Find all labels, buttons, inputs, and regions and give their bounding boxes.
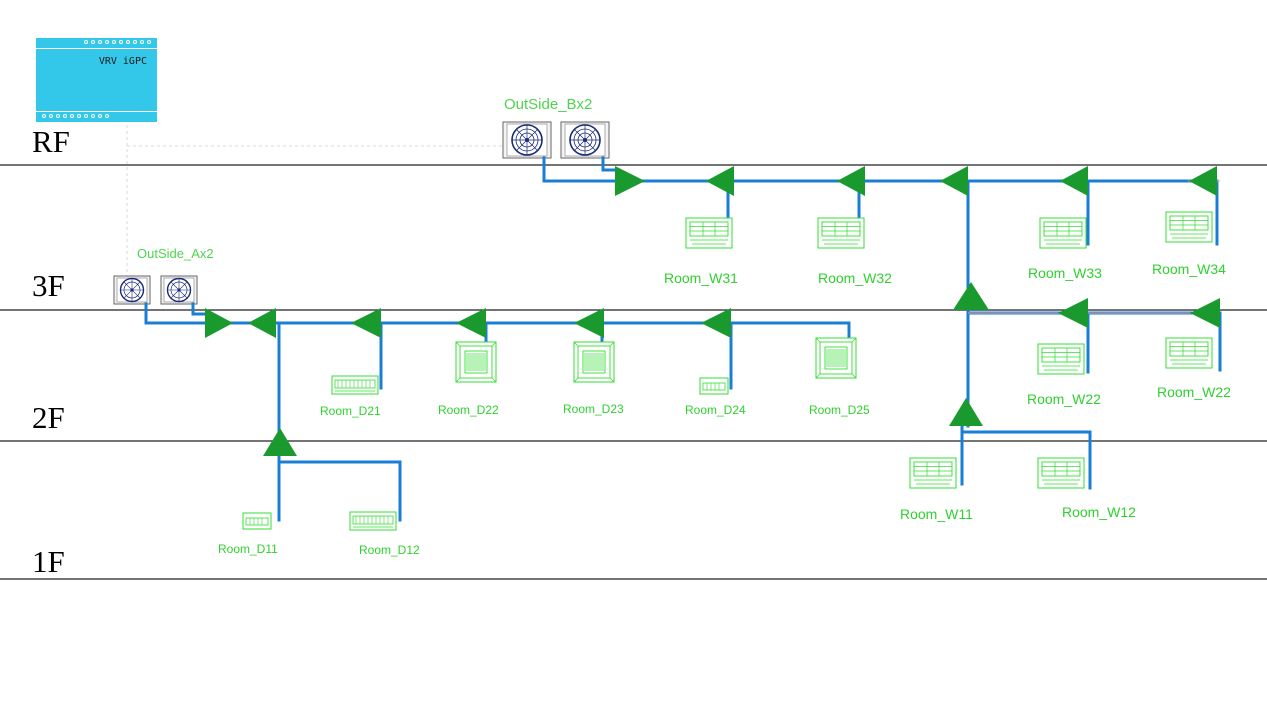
- control-wire: [126, 125, 505, 292]
- duct-unit-icon: [331, 375, 379, 395]
- branch-joint-icon: [351, 308, 381, 338]
- indoor-unit-d11[interactable]: Room_D11: [218, 512, 278, 556]
- room-label: Room_D24: [685, 403, 746, 417]
- room-label: Room_W12: [1062, 504, 1136, 520]
- room-label: Room_W34: [1152, 261, 1226, 277]
- indoor-unit-w11[interactable]: Room_W11: [900, 457, 973, 522]
- controller-indicator-dots: [42, 40, 151, 46]
- outdoor-unit-a[interactable]: [113, 275, 198, 305]
- room-label: Room_D22: [438, 403, 499, 417]
- outdoor-unit-b-label: OutSide_Bx2: [504, 96, 592, 113]
- wall-unit-icon: [1165, 211, 1213, 243]
- branch-joint-icon: [1190, 298, 1220, 328]
- room-label: Room_W22: [1027, 391, 1101, 407]
- branch-joint-icon: [615, 166, 645, 196]
- branch-joint-icon: [1189, 166, 1217, 196]
- wall-unit-icon: [817, 217, 865, 249]
- floor-label-3f: 3F: [32, 268, 65, 303]
- wall-unit-icon: [1037, 457, 1085, 489]
- small-unit-icon: [699, 377, 729, 395]
- room-label: Room_D23: [563, 402, 624, 416]
- wall-unit-icon: [685, 217, 733, 249]
- branch-joint-icon: [205, 308, 233, 338]
- branch-joints: [205, 166, 1220, 456]
- cassette-unit-icon: [815, 337, 857, 379]
- indoor-unit-w22-b[interactable]: Room_W22: [1157, 337, 1231, 400]
- branch-joint-icon: [949, 398, 983, 426]
- branch-joint-icon: [456, 308, 486, 338]
- floor-label-2f: 2F: [32, 400, 65, 435]
- indoor-unit-d21[interactable]: Room_D21: [320, 375, 381, 418]
- branch-joint-icon: [940, 166, 968, 196]
- wall-unit-icon: [1039, 217, 1087, 249]
- branch-joint-icon: [574, 308, 604, 338]
- controller-indicator-dots: [42, 114, 151, 120]
- room-label: Room_D12: [359, 543, 420, 557]
- indoor-unit-w12[interactable]: Room_W12: [1037, 457, 1136, 520]
- controller-label: VRV iGPC: [98, 56, 147, 67]
- outdoor-fan-icon: [160, 275, 198, 305]
- indoor-unit-d23[interactable]: Room_D23: [563, 341, 624, 416]
- branch-joint-icon: [706, 166, 734, 196]
- outdoor-fan-icon: [113, 275, 151, 305]
- branch-joint-icon: [263, 428, 297, 456]
- room-label: Room_W31: [664, 270, 738, 286]
- branch-joint-icon: [1058, 298, 1088, 328]
- outdoor-unit-b[interactable]: [502, 121, 610, 159]
- room-label: Room_W11: [900, 506, 973, 522]
- controller-stripe: [36, 48, 157, 49]
- duct-unit-icon: [349, 511, 397, 531]
- indoor-unit-d24[interactable]: Room_D24: [685, 377, 746, 417]
- indoor-unit-w22-a[interactable]: Room_W22: [1027, 343, 1101, 407]
- outdoor-fan-icon: [502, 121, 552, 159]
- indoor-unit-w31[interactable]: Room_W31: [664, 217, 738, 286]
- indoor-unit-d22[interactable]: Room_D22: [438, 341, 499, 417]
- cassette-unit-icon: [455, 341, 497, 383]
- outdoor-unit-a-label: OutSide_Ax2: [137, 246, 214, 261]
- floor-label-1f: 1F: [32, 544, 65, 579]
- room-label: Room_D21: [320, 404, 381, 418]
- controller-stripe: [36, 111, 157, 112]
- room-label: Room_W22: [1157, 384, 1231, 400]
- branch-joint-icon: [248, 308, 276, 338]
- wall-unit-icon: [1165, 337, 1213, 369]
- indoor-unit-d25[interactable]: Room_D25: [809, 337, 870, 417]
- branch-joint-icon: [953, 282, 989, 310]
- wall-unit-icon: [1037, 343, 1085, 375]
- small-unit-icon: [242, 512, 272, 530]
- branch-joint-icon: [837, 166, 865, 196]
- room-label: Room_D11: [218, 542, 278, 556]
- room-label: Room_D25: [809, 403, 870, 417]
- room-label: Room_W33: [1028, 265, 1102, 281]
- indoor-unit-d12[interactable]: Room_D12: [349, 511, 420, 557]
- branch-joint-icon: [701, 308, 731, 338]
- room-label: Room_W32: [818, 270, 892, 286]
- floor-label-rf: RF: [32, 124, 70, 159]
- outdoor-fan-icon: [560, 121, 610, 159]
- indoor-unit-w33[interactable]: Room_W33: [1028, 217, 1102, 281]
- indoor-unit-w32[interactable]: Room_W32: [817, 217, 892, 286]
- controller-unit[interactable]: VRV iGPC: [36, 38, 157, 122]
- branch-joint-icon: [1060, 166, 1088, 196]
- wall-unit-icon: [909, 457, 957, 489]
- indoor-unit-w34[interactable]: Room_W34: [1152, 211, 1226, 277]
- cassette-unit-icon: [573, 341, 615, 383]
